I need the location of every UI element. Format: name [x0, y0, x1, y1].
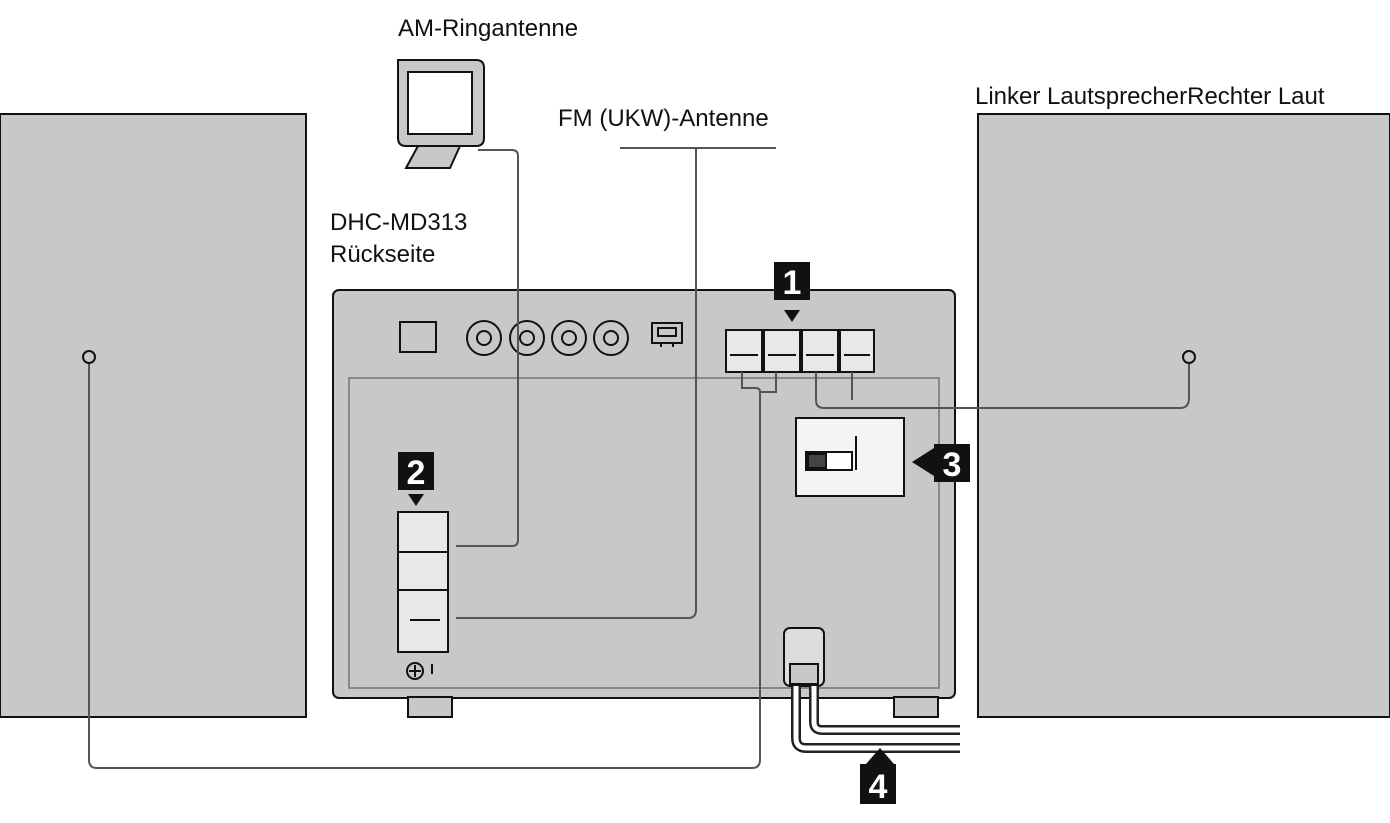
left-speaker: [0, 113, 307, 718]
cables: [88, 147, 1190, 769]
ground-terminal: [406, 662, 433, 680]
right-speaker-terminal: [1182, 350, 1196, 364]
callout-4: 4: [860, 748, 896, 806]
am-antenna-label: AM-Ringantenne: [398, 15, 578, 42]
callout-1-number: 1: [783, 264, 802, 302]
left-speaker-terminal: [82, 350, 96, 364]
speaker-terminals: [725, 329, 875, 373]
callout-2-number: 2: [407, 454, 426, 492]
back-side-label: Rückseite: [330, 241, 435, 268]
callout-3: 3: [912, 444, 970, 484]
speakers-label: Linker LautsprecherRechter Laut: [975, 83, 1325, 110]
small-connector: [651, 322, 683, 347]
callout-4-number: 4: [869, 768, 888, 806]
power-socket: [399, 321, 437, 353]
power-cord: [791, 686, 960, 753]
model-label: DHC-MD313: [330, 209, 467, 236]
callout-3-number: 3: [943, 446, 962, 484]
fm-antenna-label: FM (UKW)-Antenne: [558, 105, 769, 132]
right-speaker: [977, 113, 1390, 718]
power-cord-entry: [783, 627, 825, 687]
callout-2: 2: [398, 452, 434, 506]
am-loop-antenna: [397, 59, 485, 169]
voltage-selector: [795, 417, 905, 497]
main-unit-back: [332, 289, 956, 718]
rca-jacks: [466, 320, 629, 356]
antenna-terminals: [397, 511, 449, 653]
callout-1: 1: [774, 262, 810, 322]
